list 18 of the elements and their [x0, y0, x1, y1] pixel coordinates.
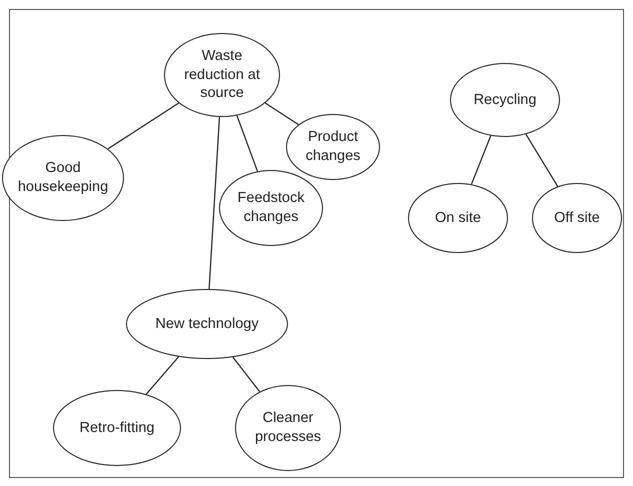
node-label: Off site	[554, 208, 600, 228]
connector-line	[470, 136, 492, 184]
node-label: Retro-fitting	[80, 418, 154, 438]
connector-line	[232, 356, 260, 392]
node-label: On site	[435, 208, 481, 228]
node-label: Good housekeeping	[16, 159, 110, 197]
node-label: Waste reduction at source	[183, 46, 261, 104]
connector-line	[108, 102, 180, 150]
connector-line	[525, 134, 558, 187]
node-label: New technology	[155, 314, 259, 334]
node-label: Cleaner processes	[254, 409, 322, 447]
connector-line	[146, 356, 180, 395]
connector-line	[208, 116, 220, 290]
node-label: Feedstock changes	[236, 189, 306, 227]
connector-line	[236, 115, 258, 172]
node-label: Recycling	[474, 90, 536, 110]
node-label: Product changes	[304, 128, 362, 166]
connector-line	[264, 102, 299, 126]
